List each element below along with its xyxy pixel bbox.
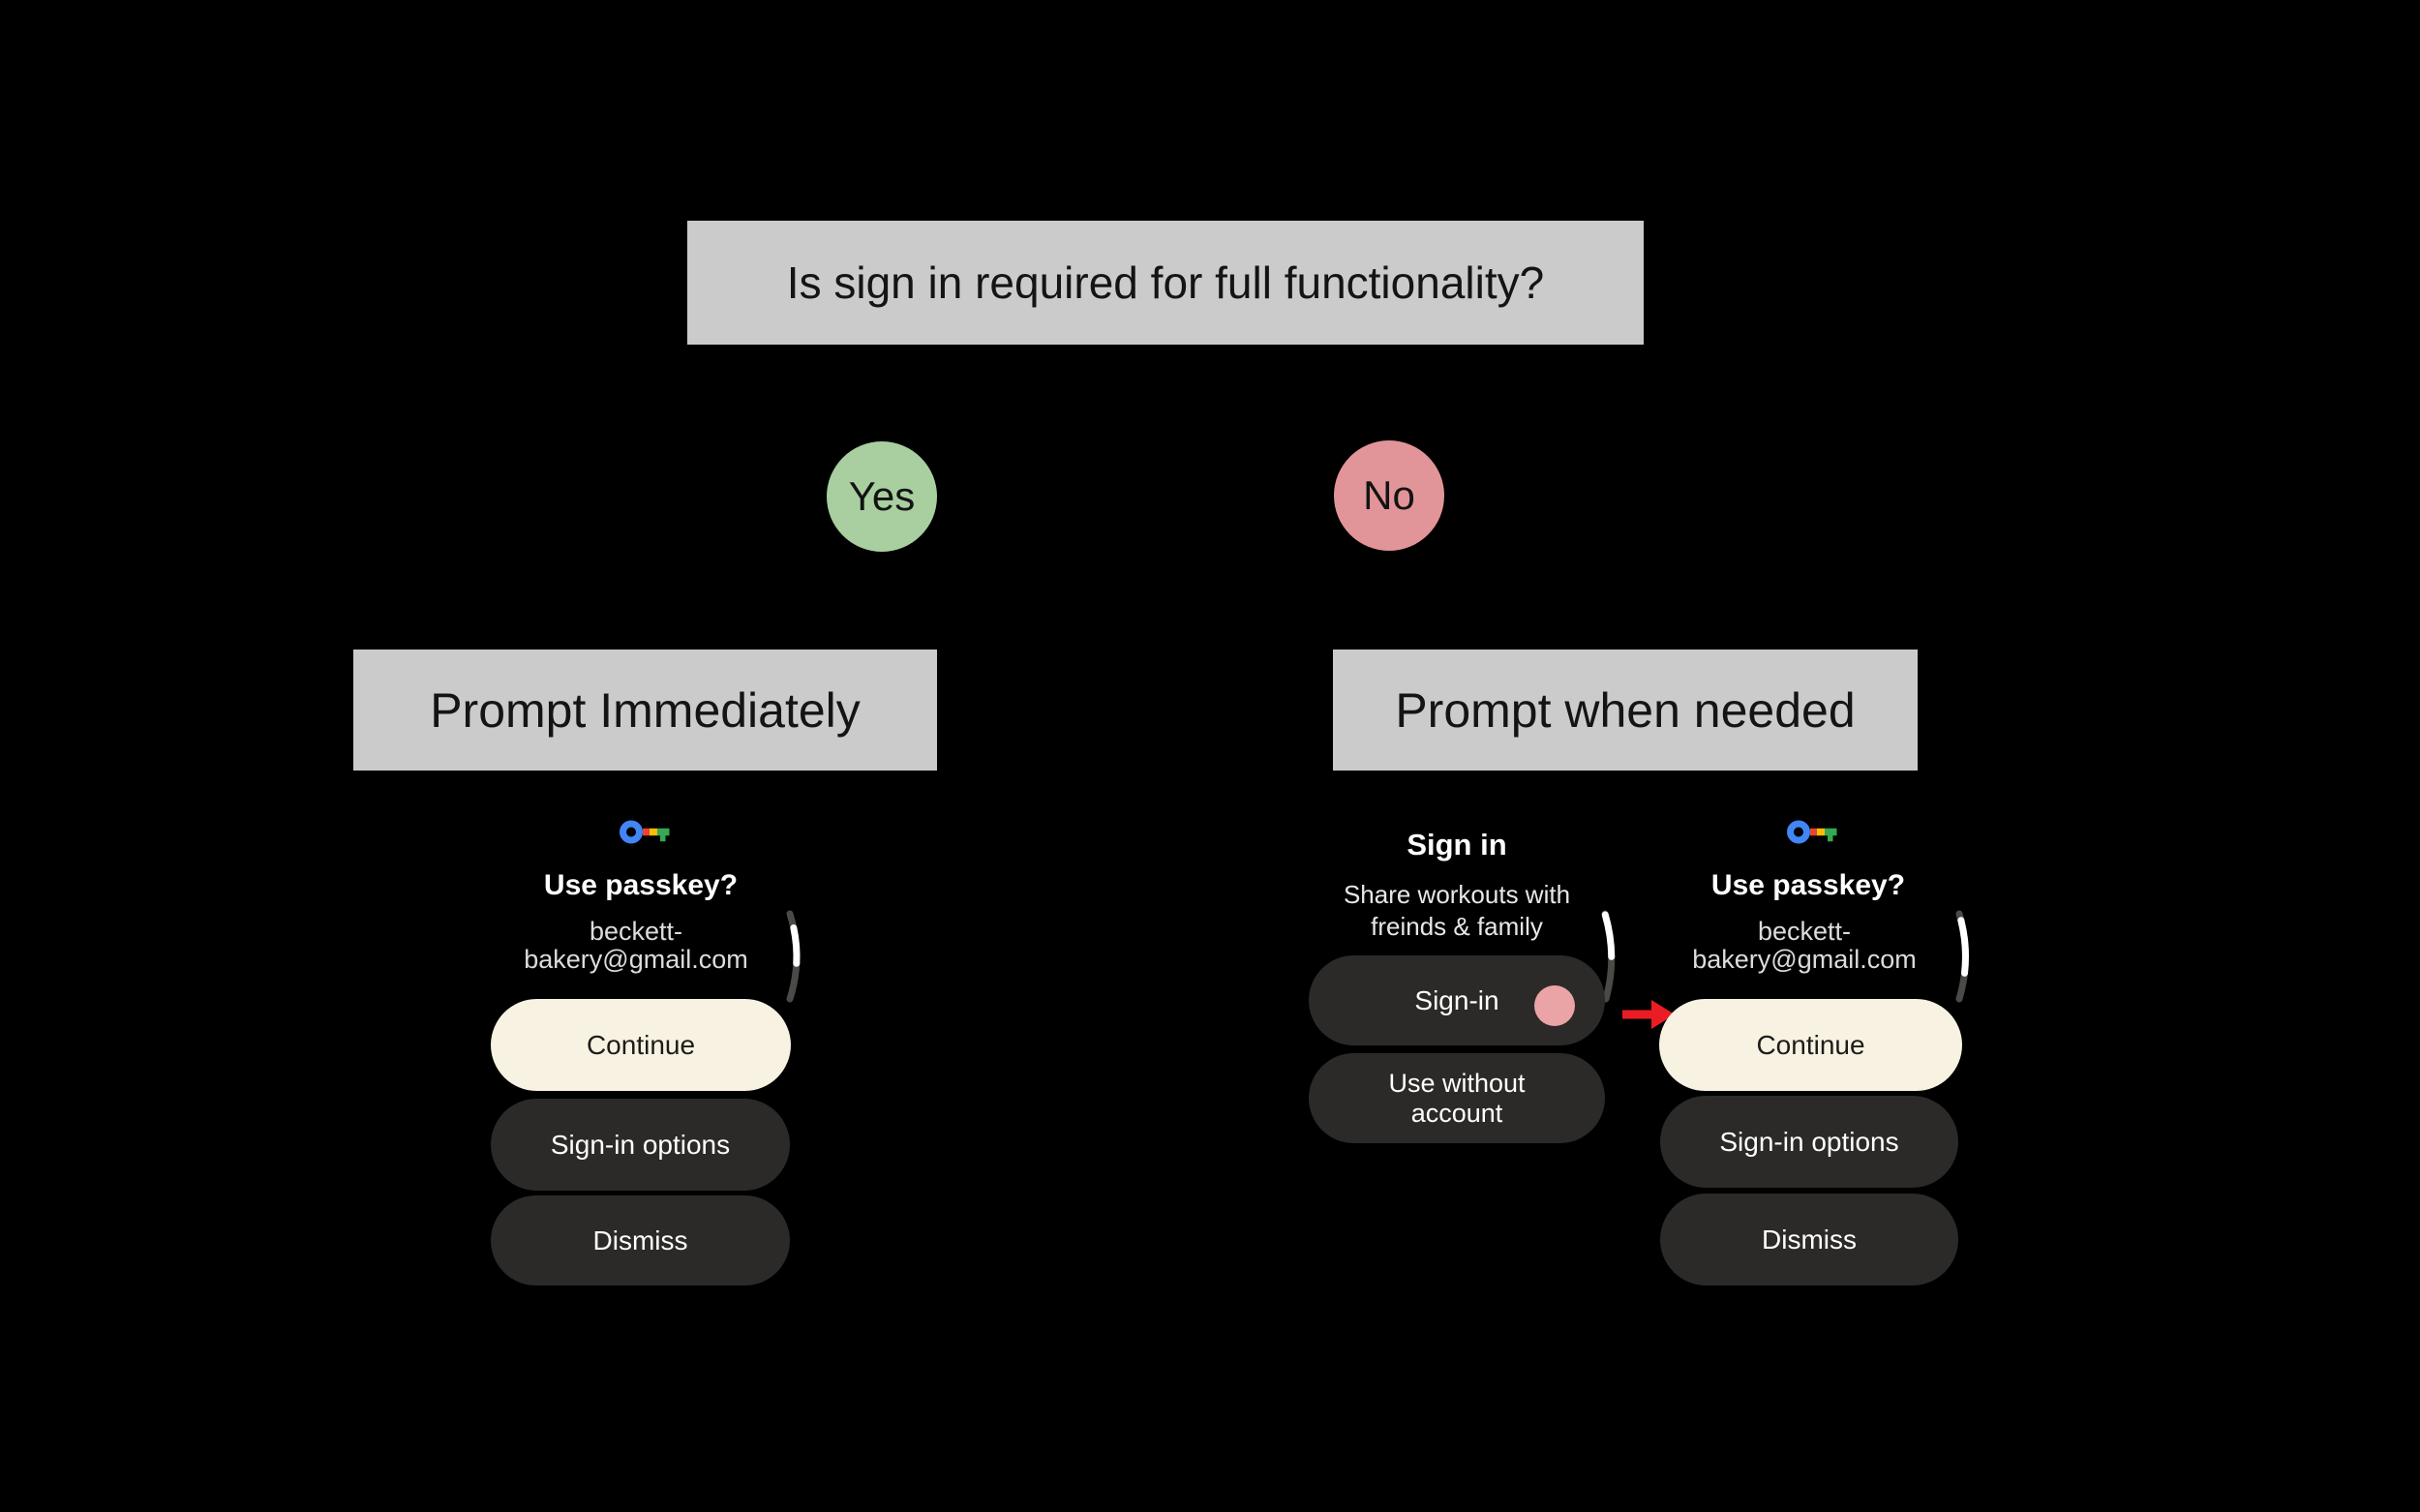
- dismiss-button-left[interactable]: Dismiss: [491, 1195, 790, 1285]
- account-email-line2: bakery@gmail.com: [1692, 945, 1917, 974]
- branch-no-title: Prompt when needed: [1395, 682, 1856, 738]
- sign-in-options-label: Sign-in options: [550, 1130, 731, 1160]
- sign-in-subtitle-line2: freinds & family: [1371, 912, 1543, 941]
- flow-branch-prompt-when-needed: Prompt when needed: [1333, 650, 1918, 771]
- flow-yes-label: Yes: [848, 473, 916, 519]
- dismiss-label: Dismiss: [1762, 1225, 1857, 1255]
- passkey-icon: [1787, 820, 1837, 844]
- passkey-icon: [620, 820, 670, 844]
- flow-yes-node: Yes: [827, 441, 937, 552]
- use-without-line1: Use without: [1388, 1068, 1526, 1098]
- flow-branch-prompt-immediately: Prompt Immediately: [353, 650, 937, 771]
- branch-yes-title: Prompt Immediately: [430, 682, 861, 738]
- flow-no-node: No: [1334, 440, 1444, 551]
- sign-in-options-button-left[interactable]: Sign-in options: [491, 1099, 790, 1191]
- continue-label: Continue: [1756, 1030, 1865, 1060]
- sign-in-subtitle-line1: Share workouts with: [1343, 880, 1571, 909]
- sign-in-options-label: Sign-in options: [1719, 1127, 1899, 1157]
- account-email-line1: beckett-: [1757, 917, 1852, 946]
- scroll-indicator[interactable]: [1948, 905, 1986, 1012]
- passkey-left-title: Use passkey?: [543, 869, 739, 901]
- dismiss-label: Dismiss: [592, 1225, 688, 1255]
- dismiss-button-right[interactable]: Dismiss: [1660, 1194, 1958, 1285]
- flow-no-label: No: [1363, 472, 1415, 518]
- passkey-right-account-email: beckett- bakery@gmail.com: [1659, 918, 1950, 974]
- account-email-line1: beckett-: [589, 917, 683, 946]
- continue-label: Continue: [586, 1030, 696, 1060]
- sign-in-button-label: Sign-in: [1414, 985, 1499, 1015]
- continue-button-right[interactable]: Continue: [1659, 999, 1962, 1091]
- use-without-account-button[interactable]: Use without account: [1309, 1053, 1605, 1143]
- scroll-indicator[interactable]: [779, 905, 818, 1012]
- scroll-indicator[interactable]: [1595, 905, 1634, 1012]
- passkey-right-title: Use passkey?: [1710, 869, 1906, 901]
- flow-question-box: Is sign in required for full functionali…: [687, 221, 1644, 345]
- continue-button-left[interactable]: Continue: [491, 999, 791, 1091]
- sign-in-title: Sign in: [1407, 828, 1507, 862]
- use-without-line2: account: [1410, 1098, 1503, 1128]
- sign-in-subtitle: Share workouts with freinds & family: [1312, 879, 1602, 943]
- sign-in-options-button-right[interactable]: Sign-in options: [1660, 1096, 1958, 1188]
- red-arrow-icon: [1622, 1000, 1675, 1029]
- flow-question-text: Is sign in required for full functionali…: [786, 257, 1545, 308]
- account-email-line2: bakery@gmail.com: [524, 945, 748, 974]
- passkey-left-account-email: beckett- bakery@gmail.com: [491, 918, 781, 974]
- tap-indicator-dot: [1534, 985, 1575, 1026]
